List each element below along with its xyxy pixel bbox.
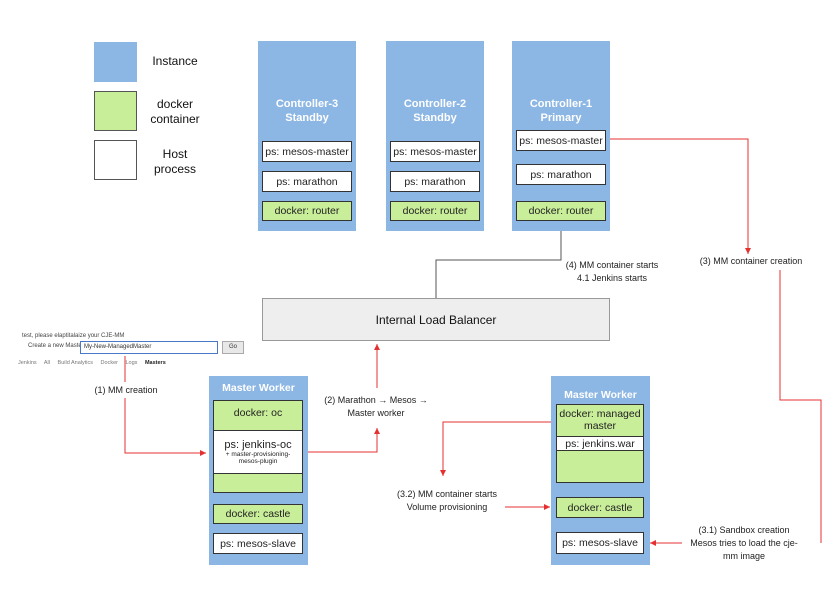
ui-tab-all[interactable]: All: [43, 360, 51, 366]
worker-right-jenkins-war: ps: jenkins.war: [556, 436, 644, 451]
worker-left-plugin-line1: + master-provisioning-: [225, 451, 291, 458]
controller-1-title-line2: Primary: [540, 112, 582, 124]
legend-instance-swatch: [94, 42, 137, 82]
controller-2-marathon: ps: marathon: [390, 171, 480, 192]
ui-tabs: Jenkins All Build Analytics Docker Logs …: [18, 360, 248, 372]
note-marathon-line2: Master worker: [347, 408, 405, 418]
note-starts-line2: 4.1 Jenkins starts: [576, 273, 648, 283]
mm-creation-to-sandbox-line: [779, 270, 822, 543]
worker-left-docker-castle: docker: castle: [213, 504, 303, 524]
controller-3-title: Controller-3 Standby: [258, 97, 356, 125]
controller-1-marathon: ps: marathon: [516, 164, 606, 185]
controller-3-title-line1: Controller-3: [275, 98, 339, 110]
ui-tab-build-analytics[interactable]: Build Analytics: [57, 360, 94, 366]
master-worker-left-title: Master Worker: [222, 382, 295, 394]
master-worker-right: Master Worker docker: managed master ps:…: [551, 376, 650, 565]
legend-docker-line1: docker: [156, 97, 194, 111]
note-vol-line2: Volume provisioning: [406, 502, 488, 512]
controller-1-title-line1: Controller-1: [529, 98, 593, 110]
ui-tab-jenkins[interactable]: Jenkins: [18, 360, 37, 366]
note-volume-provisioning: (3.2) MM container starts Volume provisi…: [390, 488, 504, 514]
controller-1-mesos-master: ps: mesos-master: [516, 130, 606, 151]
note-mm-container-creation: (3) MM container creation: [696, 255, 806, 268]
controller-1-title: Controller-1 Primary: [512, 97, 610, 125]
controller-2-title: Controller-2 Standby: [386, 97, 484, 125]
ui-tab-logs[interactable]: Logs: [125, 360, 138, 366]
lb-to-controller1-line: [435, 230, 562, 298]
controller-2-title-line2: Standby: [413, 112, 457, 124]
worker-right-managed-master-label: docker: managed master: [557, 408, 643, 432]
controller-3-mesos-master: ps: mesos-master: [262, 141, 352, 162]
ui-tab-masters[interactable]: Masters: [144, 360, 166, 366]
legend-host-line2: process: [153, 162, 197, 176]
worker-right-docker-castle: docker: castle: [556, 497, 644, 518]
legend-host-label: Host process: [140, 147, 210, 177]
worker-right-mm-line2: master: [583, 420, 617, 432]
worker-left-jenkins-oc: ps: jenkins-oc + master-provisioning- me…: [213, 430, 303, 474]
ui-to-jenkins-oc-arrow: [124, 398, 206, 456]
master-worker-left: Master Worker docker: oc ps: jenkins-oc …: [209, 376, 308, 565]
legend-docker-line2: container: [150, 112, 200, 126]
master-worker-right-title: Master Worker: [564, 389, 637, 401]
note-sandbox-line2: Mesos tries to load the cje-: [690, 538, 798, 548]
note-sandbox-line3: mm image: [722, 551, 765, 561]
worker-right-mesos-slave: ps: mesos-slave: [556, 532, 644, 554]
legend-docker-label: docker container: [140, 97, 210, 127]
note-vol-line1: (3.2) MM container starts: [396, 489, 498, 499]
master-to-mm-creation-arrow: [605, 138, 751, 254]
note-mm-creation: (1) MM creation: [88, 384, 164, 397]
controller-3-router: docker: router: [262, 201, 352, 221]
worker-left-jenkins-oc-label: ps: jenkins-oc: [224, 439, 292, 451]
worker-right-mm-line1: docker: managed: [559, 408, 641, 420]
controller-3-instance: Controller-3 Standby ps: mesos-master ps…: [258, 41, 356, 231]
jenkins-oc-to-lb-arrow: [303, 428, 380, 453]
managed-master-to-volume-arrow: [440, 421, 557, 476]
controller-2-mesos-master: ps: mesos-master: [390, 141, 480, 162]
note-sandbox-line1: (3.1) Sandbox creation: [698, 525, 790, 535]
controller-1-router: docker: router: [516, 201, 606, 221]
controller-3-title-line2: Standby: [285, 112, 329, 124]
ui-tab-docker[interactable]: Docker: [100, 360, 118, 366]
note-marathon-line1: (2) Marathon → Mesos →: [324, 395, 428, 405]
controller-2-title-line1: Controller-2: [403, 98, 467, 110]
controller-2-router: docker: router: [390, 201, 480, 221]
controller-1-instance: Controller-1 Primary ps: mesos-master ps…: [512, 41, 610, 231]
ui-line2: Create a new Master: [28, 343, 84, 349]
ui-go-button[interactable]: Go: [222, 341, 244, 354]
note-starts-line1: (4) MM container starts: [565, 260, 659, 270]
legend-instance-label: Instance: [152, 54, 198, 68]
note-marathon-mesos: (2) Marathon → Mesos → Master worker: [318, 394, 434, 420]
ui-master-name-input[interactable]: My-New-ManagedMaster: [80, 341, 218, 354]
note-mm-container-starts: (4) MM container starts 4.1 Jenkins star…: [562, 259, 662, 285]
legend-host-swatch: [94, 140, 137, 180]
worker-left-docker-oc-label: docker: oc: [233, 407, 283, 419]
worker-left-plugin-line2: mesos-plugin: [238, 458, 278, 465]
legend-host-line1: Host: [162, 147, 188, 161]
ui-line1: test, please elaptitalaize your CJE-MM: [22, 333, 125, 339]
worker-left-mesos-slave: ps: mesos-slave: [213, 533, 303, 554]
note-sandbox-creation: (3.1) Sandbox creation Mesos tries to lo…: [682, 524, 806, 563]
legend-docker-swatch: [94, 91, 137, 131]
controller-2-instance: Controller-2 Standby ps: mesos-master ps…: [386, 41, 484, 231]
internal-load-balancer: Internal Load Balancer: [262, 298, 610, 341]
controller-3-marathon: ps: marathon: [262, 171, 352, 192]
